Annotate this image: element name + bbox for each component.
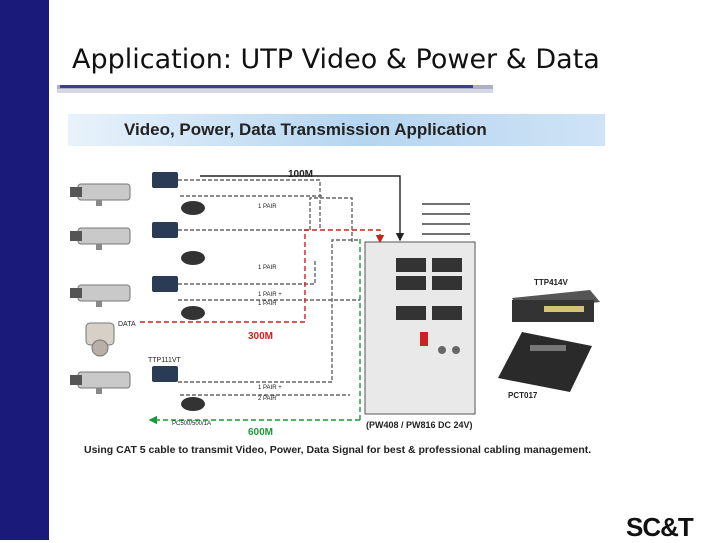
camera-icon-4 [70,371,131,394]
ttp-unit-label: TTP111VT [148,357,182,364]
link-600m-label: 600M [248,427,273,438]
diagram-banner [68,114,605,146]
keyboard-pct017-icon [498,332,592,392]
cable-lines [140,175,470,425]
slide-title: Application: UTP Video & Power & Data [72,44,600,75]
power-supply-small-label: PC500/500/1A [172,421,211,427]
title-rule-accent [60,85,473,88]
two-pair-label: 2 PAIR [258,396,277,402]
transmission-diagram: 100M 1 PAIR 1 PAIR 1 PAIR + 1 PAIR DATA … [70,169,600,438]
camera-icon-1 [70,183,131,206]
keyboard-pct017-label: PCT017 [508,391,538,400]
diagram-caption: Using CAT 5 cable to transmit Video, Pow… [84,444,592,456]
title-rule-shadow [57,89,493,93]
power-supply-main-label: (PW408 / PW816 DC 24V) [366,420,473,430]
transceiver-icon-4 [152,366,205,411]
power-distribution-box [364,241,476,415]
pair-label-1: 1 PAIR [258,204,277,210]
link-100m-label: 100M [288,169,313,180]
transceiver-icon-2 [152,222,205,265]
transceiver-icon-3 [152,276,205,320]
pair-label-4: 1 PAIR [258,301,277,307]
camera-icon-2 [70,227,131,250]
pair-label-3: 1 PAIR + [258,292,282,298]
pair-label-2: 1 PAIR [258,265,277,271]
company-logo: SC&T [626,512,694,542]
transceiver-icon-1 [152,172,205,215]
hub-ttp414v-label: TTP414V [534,278,568,287]
hub-ttp414v-icon [512,290,600,322]
data-label: DATA [118,321,136,328]
link-300m-label: 300M [248,331,273,342]
ptz-dome-camera-icon [85,322,115,357]
diagram-banner-title: Video, Power, Data Transmission Applicat… [124,120,487,139]
sidebar-accent [0,0,49,540]
pair-label-5: 1 PAIR + [258,385,282,391]
camera-icon-3 [70,284,131,307]
